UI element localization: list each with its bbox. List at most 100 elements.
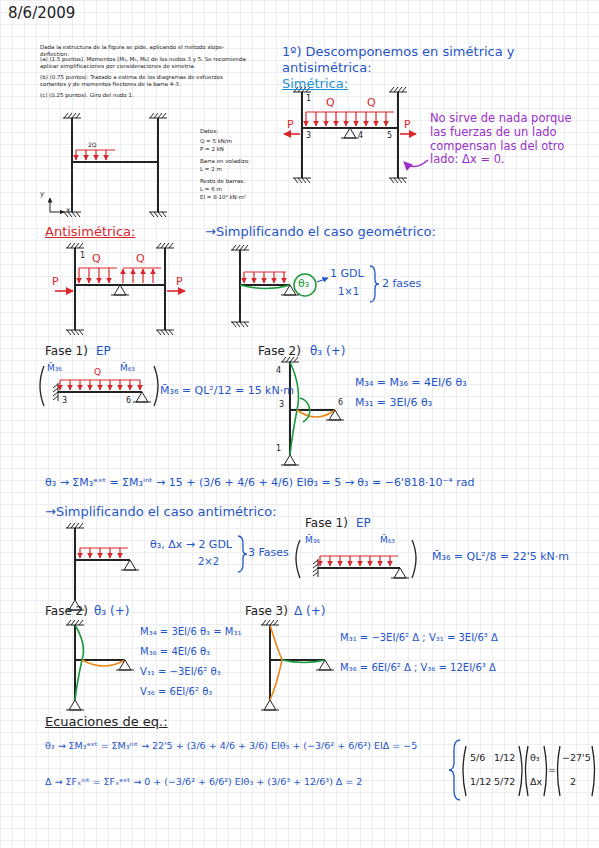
support-symbol (232, 245, 236, 250)
distributed-load (325, 112, 326, 126)
support-symbol (344, 128, 356, 138)
support-symbol (71, 523, 75, 528)
support-symbol (157, 243, 161, 248)
note-text: = (548, 764, 556, 775)
heading-text: θ₃ (+) (310, 344, 345, 358)
support-symbol (161, 243, 165, 248)
note-text: M̄₃₆ (305, 535, 320, 546)
note-text: 2 fases (382, 277, 421, 290)
support-symbol (329, 410, 341, 420)
frame-member (318, 567, 400, 569)
distributed-load (59, 380, 60, 390)
distributed-load (99, 548, 100, 558)
distributed-load (355, 112, 356, 126)
support-symbol (313, 560, 318, 564)
support-symbol (262, 620, 266, 625)
dof-marker (294, 274, 328, 296)
support-symbol (79, 330, 83, 335)
distributed-load (109, 548, 110, 558)
distributed-load (105, 150, 106, 160)
support-symbol (71, 243, 75, 248)
parenthesis (463, 746, 522, 796)
note-text: M̄₃₆ (47, 363, 62, 374)
support-symbol (266, 620, 270, 625)
support-symbol (319, 660, 331, 670)
point-load-arrow (55, 134, 416, 291)
deformed-shape (297, 410, 335, 417)
distributed-load (335, 112, 336, 126)
heading-text: Fase 1) (45, 344, 88, 358)
node-number: 6 (338, 398, 343, 408)
distributed-load (69, 380, 70, 390)
note-text: 2 (570, 776, 576, 787)
support-symbol (284, 285, 296, 295)
point-load-arrow (55, 290, 73, 292)
note-text: Q (92, 252, 101, 265)
note-text: θ₃, Δx → 2 GDL (150, 538, 232, 551)
point-load-arrow (167, 290, 185, 292)
distributed-load (75, 150, 76, 160)
note-text: M̄₆₃ (120, 363, 135, 374)
frame-member (75, 528, 130, 600)
node-number: 1 (306, 94, 311, 104)
support-symbol (284, 455, 296, 465)
note-text: θ₃ → ΣM₃ᵉˣᵗ = ΣM₃ⁱⁿᵗ → 15 + (3/6 + 4/6 +… (45, 476, 595, 489)
heading-text: Simétrica: (282, 76, 348, 92)
support-symbol (76, 113, 80, 118)
frame-member (240, 250, 290, 322)
deformed-shape (75, 285, 335, 700)
distributed-load (365, 112, 366, 126)
deformed-shape (300, 398, 310, 422)
support-symbol (326, 420, 344, 421)
note-text: V₃₁ = −3EI/6² θ₃ (140, 666, 221, 678)
dof-marker (317, 278, 328, 282)
support-symbol (68, 113, 72, 118)
distributed-load (152, 269, 153, 283)
note-text: −27'5 (562, 752, 591, 763)
dof-marker (294, 274, 316, 296)
distributed-load (142, 269, 143, 283)
note-text: Q (136, 252, 145, 265)
distributed-load (60, 112, 398, 566)
support-symbol (53, 388, 58, 392)
support-symbol (398, 87, 402, 92)
note-text: No sirve de nada porque las fuerzas de u… (430, 112, 590, 167)
note-text: P (404, 118, 411, 131)
bracket (370, 266, 379, 302)
node-number: 1 (276, 444, 281, 454)
support-symbol (76, 212, 80, 217)
heading-text: Antisimétrica: (45, 224, 135, 240)
support-symbol (114, 285, 126, 295)
distributed-load (359, 556, 360, 566)
node-number: 3 (62, 396, 67, 406)
support-symbol (66, 710, 84, 711)
note-text: 1/12 (470, 776, 491, 787)
node-number: 1 (80, 251, 85, 261)
support-symbol (53, 396, 58, 400)
distributed-load (320, 555, 398, 556)
node-number: y (40, 190, 44, 198)
support-symbol (75, 330, 79, 335)
distributed-load (119, 548, 120, 558)
support-symbol (169, 243, 173, 248)
distributed-load (263, 272, 264, 283)
support-symbol (154, 212, 158, 217)
distributed-load (379, 556, 380, 566)
note-text: M₃₄ = 3EI/6 θ₃ = M₃₁ (140, 626, 241, 638)
callout-arrow (404, 160, 428, 167)
support-symbol (306, 178, 310, 183)
support-symbol (79, 523, 83, 528)
support-symbol (313, 572, 318, 576)
support-symbol (158, 113, 162, 118)
support-symbol (298, 178, 302, 183)
distributed-load (244, 271, 286, 272)
support-symbol (240, 322, 244, 327)
callout-arrow (404, 160, 428, 167)
note-text: L = 6 m (200, 186, 222, 193)
note-text: M₃₆ = 6EI/6² Δ ; V₃₆ = 12EI/6³ Δ (340, 662, 595, 674)
node-number: 5 (387, 131, 392, 141)
distributed-load (132, 269, 133, 283)
support-symbol (72, 212, 76, 217)
support-symbol (281, 465, 299, 466)
